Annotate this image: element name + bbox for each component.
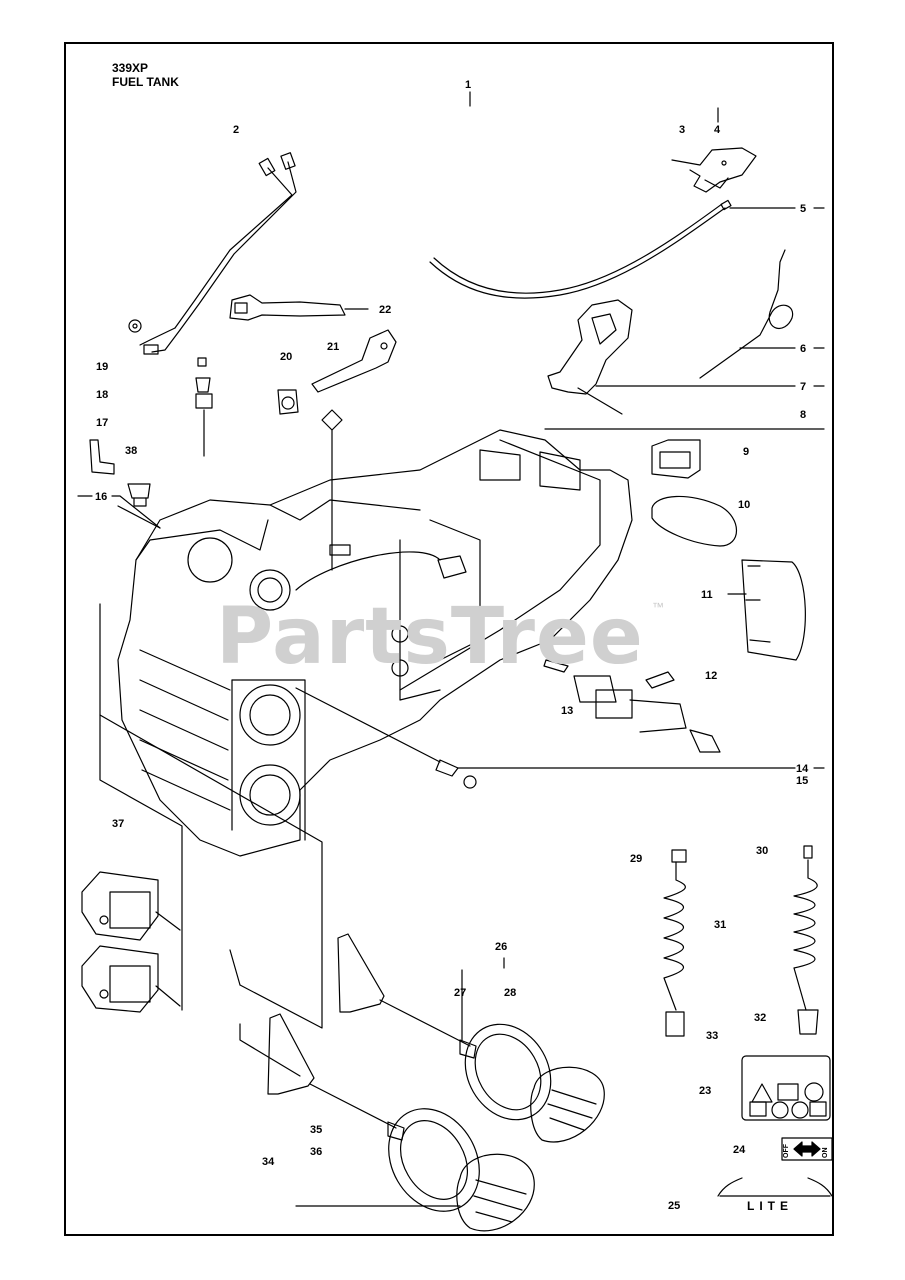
- callout-32: 32: [754, 1012, 767, 1024]
- callout-29: 29: [630, 853, 643, 865]
- part-fuel-tank-body: [117, 429, 633, 857]
- callout-34: 34: [262, 1156, 275, 1168]
- part-29-31-33-pickup: [663, 849, 687, 1037]
- callout-28: 28: [504, 987, 517, 999]
- diagram-frame: [64, 42, 834, 1236]
- callout-3: 3: [679, 124, 686, 136]
- part-37-mount-upper: [81, 871, 181, 941]
- part-11-cover: [727, 559, 806, 661]
- callout-9: 9: [743, 446, 750, 458]
- callout-5: 5: [800, 203, 807, 215]
- callout-1: 1: [465, 79, 472, 91]
- callout-15: 15: [796, 775, 809, 787]
- part-37-frame-lines: [99, 603, 323, 1029]
- callout-8: 8: [800, 409, 807, 421]
- callout-7: 7: [800, 381, 807, 393]
- callout-37: 37: [112, 818, 125, 830]
- callout-14: 14: [796, 763, 809, 775]
- part-spring-wire: [699, 249, 825, 379]
- leader-34: [239, 1023, 301, 1077]
- callout-30: 30: [756, 845, 769, 857]
- callout-17: 17: [96, 417, 109, 429]
- part-throttle-cable: [429, 199, 825, 299]
- part-20-grommet: [277, 389, 299, 415]
- callout-27: 27: [454, 987, 467, 999]
- callout-38: 38: [125, 445, 138, 457]
- model-title: 339XP: [112, 61, 149, 75]
- part-25-lite-decal: [717, 1177, 833, 1197]
- callout-18: 18: [96, 389, 109, 401]
- part-18-19-fitting: [195, 357, 213, 457]
- part-21-bracket: [311, 329, 397, 393]
- callout-23: 23: [699, 1085, 712, 1097]
- part-38-vent: [127, 483, 151, 507]
- off-label: OFF: [783, 1144, 790, 1158]
- callout-10: 10: [738, 499, 751, 511]
- callout-20: 20: [280, 351, 293, 363]
- part-10-handle-pad: [651, 495, 737, 547]
- part-14-15-screw: [295, 687, 825, 789]
- part-wire-harness: [128, 152, 297, 355]
- part-24-on-off-decal: [781, 1137, 833, 1161]
- callout-13: 13: [561, 705, 574, 717]
- part-fuel-cap-lower: [267, 1013, 535, 1232]
- part-23-warning-decal: [741, 1055, 831, 1121]
- callout-21: 21: [327, 341, 340, 353]
- callout-22: 22: [379, 304, 392, 316]
- callout-25: 25: [668, 1200, 681, 1212]
- part-17-elbow: [89, 439, 115, 475]
- callout-12: 12: [705, 670, 718, 682]
- on-label: ON: [822, 1147, 829, 1159]
- callout-33: 33: [706, 1030, 719, 1042]
- lite-decal-text: LITE: [747, 1199, 793, 1213]
- callout-2: 2: [233, 124, 240, 136]
- part-fuel-cap-upper: [337, 933, 605, 1143]
- part-clip-square: [321, 409, 343, 571]
- callout-24: 24: [733, 1144, 746, 1156]
- callout-36: 36: [310, 1146, 323, 1158]
- watermark-trademark: ™: [652, 600, 664, 614]
- leader-16: [77, 495, 161, 529]
- callout-35: 35: [310, 1124, 323, 1136]
- part-trigger-bracket: [547, 299, 825, 415]
- callout-6: 6: [800, 343, 807, 355]
- part-30-32-pickup: [793, 845, 819, 1035]
- part-37-mount-lower: [81, 945, 181, 1013]
- callout-31: 31: [714, 919, 727, 931]
- callout-4: 4: [714, 124, 721, 136]
- callout-11: 11: [701, 589, 713, 601]
- section-title: FUEL TANK: [112, 75, 179, 89]
- callout-19: 19: [96, 361, 109, 373]
- watermark: PartsTree: [216, 592, 644, 682]
- part-vibration-damper: [543, 659, 721, 753]
- callout-16: 16: [95, 491, 108, 503]
- part-22-clip: [229, 294, 369, 321]
- part-throttle-lever: [671, 107, 757, 193]
- part-9-latch: [651, 439, 701, 479]
- leader-16b: [117, 505, 161, 529]
- callout-26: 26: [495, 941, 508, 953]
